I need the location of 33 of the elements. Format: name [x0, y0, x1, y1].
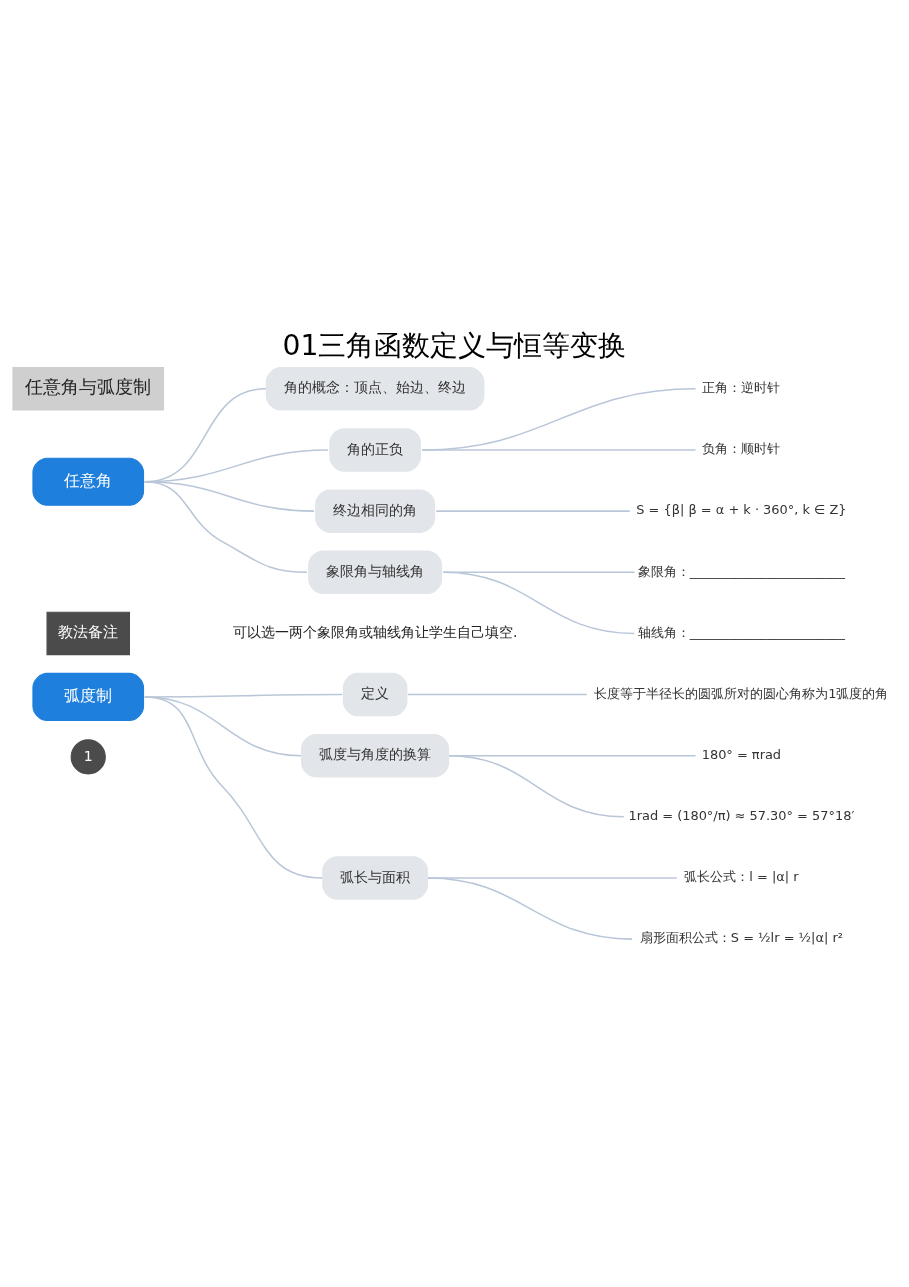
node-circle: 1: [70, 738, 106, 774]
connector: [448, 754, 625, 818]
node-text: 弧长公式：l = |α| r: [684, 868, 799, 884]
node-box: 角的概念：顶点、始边、终边: [265, 366, 485, 411]
node-text: S = {β| β = α + k · 360°, k ∈ Z}: [636, 501, 847, 517]
node-box: 弧度与角度的换算: [301, 733, 450, 777]
connector: [143, 695, 323, 879]
node-box: 角的正负: [329, 427, 421, 472]
connector: [435, 509, 631, 512]
node-text: 负角：顺时针: [702, 440, 781, 456]
node-box: 弧度制: [32, 672, 145, 721]
node-text: 扇形面积公式：S = ½lr = ½|α| r²: [639, 929, 843, 945]
connector: [143, 480, 308, 573]
node-box: 任意角: [32, 457, 145, 506]
connector: [407, 693, 588, 695]
node-box: 教法备注: [46, 611, 130, 655]
node-text: 1rad = (180°/π) ≈ 57.30° = 57°18′: [628, 807, 855, 823]
node-text: 正角：逆时针: [702, 379, 781, 395]
label: 可以选一两个象限角或轴线角让学生自己填空.: [232, 623, 518, 640]
node-box: 弧长与面积: [322, 855, 429, 900]
node-box: 象限角与轴线角: [308, 550, 443, 594]
node-box: 终边相同的角: [315, 488, 436, 533]
node-text: 象限角：________________________: [637, 563, 845, 579]
node-text: 轴线角：________________________: [637, 624, 845, 640]
node-box: 定义: [342, 672, 408, 716]
connector: [421, 387, 697, 451]
node-text: 180° = πrad: [701, 746, 782, 762]
node-box: 任意角与弧度制: [12, 366, 165, 411]
connector: [427, 876, 633, 940]
connector: [421, 448, 697, 451]
diagram-title: 01三角函数定义与恒等变换: [282, 328, 627, 362]
connector: [442, 571, 636, 634]
node-text: 长度等于半径长的圆弧所对的圆心角称为1弧度的角: [594, 685, 889, 701]
